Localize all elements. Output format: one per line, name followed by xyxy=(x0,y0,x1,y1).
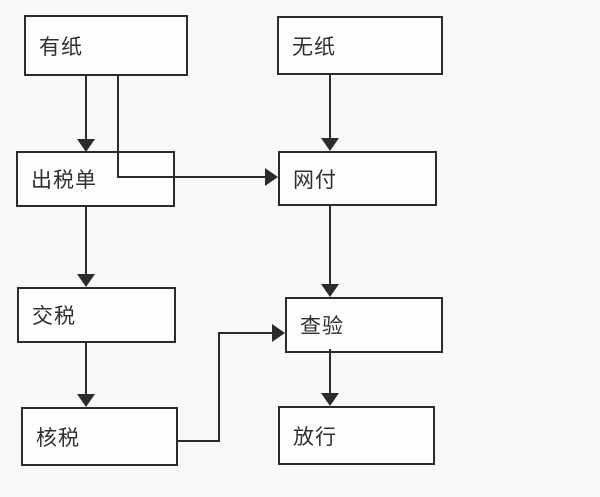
node-has-paper-label: 有纸 xyxy=(39,34,83,59)
edge-has-paper-to-issue-tax-bill-line xyxy=(85,76,87,140)
edge-paperless-to-online-payment-line xyxy=(329,75,331,139)
arrow-down-icon xyxy=(77,394,95,407)
edge-verify-tax-to-inspection-line-vertical xyxy=(218,332,220,442)
arrow-down-icon xyxy=(77,274,95,287)
node-verify-tax: 核税 xyxy=(21,407,178,466)
edge-verify-tax-to-inspection-line-bottom xyxy=(178,440,220,442)
node-inspection: 查验 xyxy=(285,297,443,353)
node-inspection-label: 查验 xyxy=(300,314,344,338)
node-issue-tax-bill-label: 出税单 xyxy=(31,168,97,192)
node-issue-tax-bill: 出税单 xyxy=(16,151,175,207)
node-online-payment: 网付 xyxy=(278,151,437,206)
node-paperless: 无纸 xyxy=(277,16,443,75)
edge-pay-tax-to-verify-tax-line xyxy=(85,343,87,395)
arrow-down-icon xyxy=(321,284,339,297)
node-pay-tax: 交税 xyxy=(17,287,176,343)
arrow-down-icon xyxy=(321,393,339,406)
arrow-down-icon xyxy=(77,139,95,152)
node-has-paper: 有纸 xyxy=(24,15,188,76)
edge-has-paper-to-online-payment-line-horizontal xyxy=(117,176,266,178)
edge-online-payment-to-inspection-line xyxy=(329,206,331,284)
node-release: 放行 xyxy=(278,406,435,465)
arrow-right-icon xyxy=(272,324,285,342)
arrow-down-icon xyxy=(321,138,339,151)
node-online-payment-label: 网付 xyxy=(293,167,337,192)
node-paperless-label: 无纸 xyxy=(292,34,336,59)
arrow-right-icon xyxy=(265,168,278,186)
node-verify-tax-label: 核税 xyxy=(36,425,80,450)
edge-inspection-to-release-line xyxy=(329,349,331,394)
edge-verify-tax-to-inspection-line-top xyxy=(218,332,272,334)
edge-has-paper-to-online-payment-line-vertical xyxy=(117,76,119,178)
node-pay-tax-label: 交税 xyxy=(32,304,76,328)
edge-issue-tax-bill-to-pay-tax-line xyxy=(85,207,87,275)
node-release-label: 放行 xyxy=(293,424,337,449)
